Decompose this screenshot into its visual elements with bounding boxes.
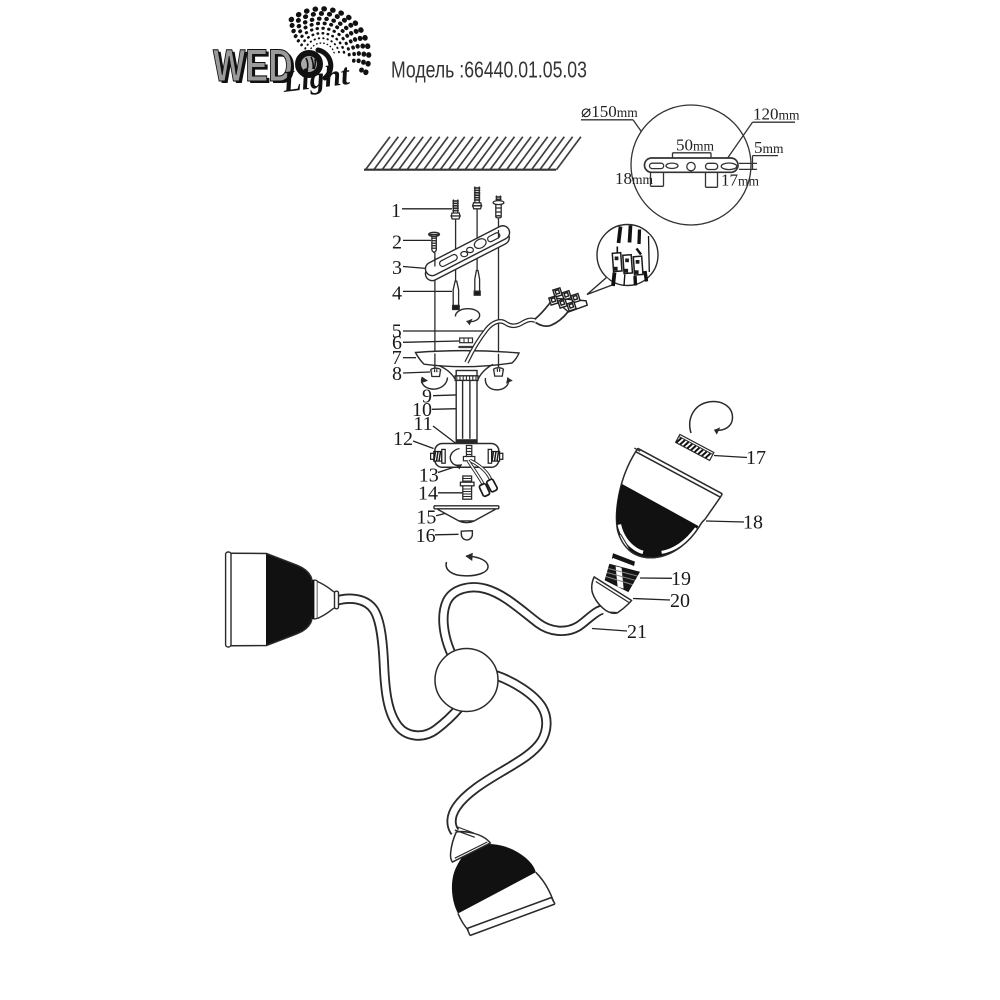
svg-text:9: 9 [422,386,432,408]
svg-text:4: 4 [392,283,402,305]
svg-text:1: 1 [391,200,401,222]
svg-text:17: 17 [746,447,766,469]
svg-text:3: 3 [392,257,402,279]
svg-text:17mm: 17mm [721,171,760,190]
svg-text:2: 2 [392,232,402,254]
svg-text:20: 20 [670,590,690,612]
svg-text:5: 5 [392,321,402,343]
svg-text:11: 11 [413,413,432,435]
svg-text:18mm: 18mm [615,169,654,188]
svg-text:8: 8 [392,363,402,385]
svg-text:10: 10 [412,399,432,421]
svg-text:5mm: 5mm [754,138,784,157]
svg-text:18: 18 [743,512,763,534]
svg-text:WED: WED [216,44,296,94]
svg-text:7: 7 [392,347,402,369]
svg-text:12: 12 [393,428,413,450]
svg-text:16: 16 [416,525,436,547]
svg-text:WED: WED [213,42,293,92]
svg-text:15: 15 [416,506,436,528]
svg-text:14: 14 [418,483,438,505]
svg-text:21: 21 [627,621,647,643]
svg-text:Модель :66440.01.05.03: Модель :66440.01.05.03 [391,57,587,83]
svg-text:120mm: 120mm [753,105,800,124]
svg-text:13: 13 [419,464,439,486]
svg-text:6: 6 [392,332,402,354]
svg-text:19: 19 [671,568,691,590]
svg-text:50mm: 50mm [676,136,715,155]
svg-text:⌀150mm: ⌀150mm [581,102,638,121]
